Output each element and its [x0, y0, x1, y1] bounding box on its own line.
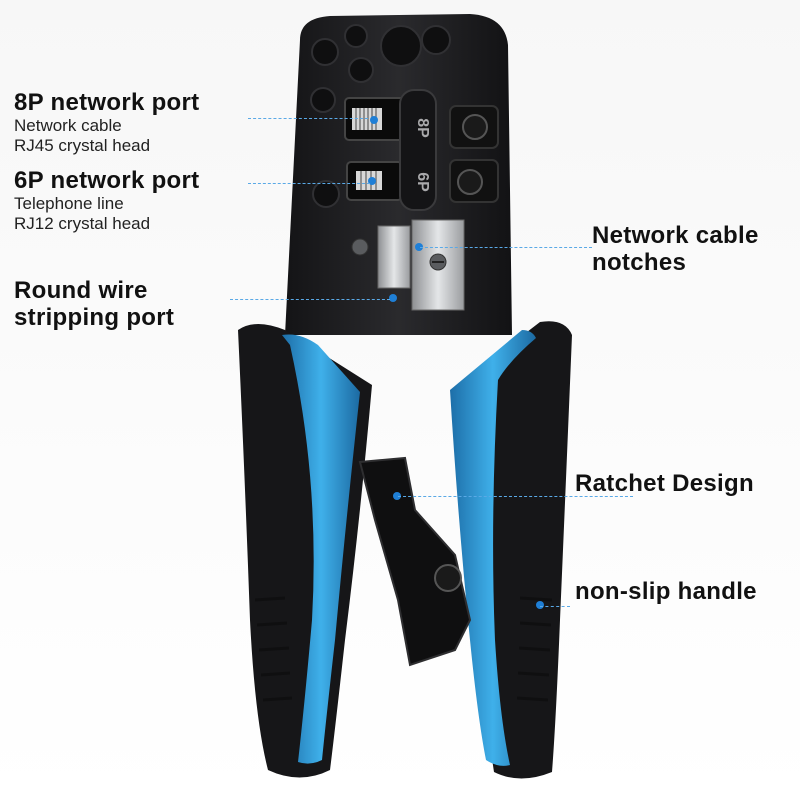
- callout-line: Telephone line: [14, 194, 124, 213]
- handle-marker: [536, 601, 544, 609]
- die-label-6p: 6P: [414, 172, 431, 192]
- callout-8p-network-port: 8P network port Network cable RJ45 cryst…: [14, 89, 199, 156]
- leader-line-8p: [248, 118, 368, 119]
- left-handle-grip: [282, 334, 360, 764]
- leader-line-round-wire: [230, 299, 390, 300]
- callout-non-slip-handle: non-slip handle: [575, 578, 757, 605]
- die-label-8p: 8P: [414, 118, 431, 138]
- callout-title-line: Network cable: [592, 222, 759, 249]
- leader-line-ratchet: [398, 496, 633, 497]
- callout-round-wire-stripping-port: Round wire stripping port: [14, 277, 174, 331]
- callout-line: RJ12 crystal head: [14, 214, 151, 233]
- crimp-lever: [399, 89, 437, 211]
- ratchet-mechanism: [358, 456, 472, 667]
- callout-title-line: Round wire: [14, 277, 148, 304]
- callout-title: non-slip handle: [575, 578, 757, 605]
- callout-title: Ratchet Design: [575, 470, 754, 497]
- callout-title-line: stripping port: [14, 304, 175, 331]
- callout-network-cable-notches: Network cable notches: [592, 222, 759, 276]
- head-bolts: [310, 24, 451, 208]
- leader-line-notches: [420, 247, 592, 248]
- callout-title: 8P network port: [14, 89, 200, 116]
- ratchet-marker: [393, 492, 401, 500]
- callout-ratchet-design: Ratchet Design: [575, 470, 754, 497]
- 6p-port-marker: [368, 177, 376, 185]
- leader-line-6p: [248, 183, 370, 184]
- leader-line-handle: [540, 606, 570, 607]
- callout-line: Network cable: [14, 116, 122, 135]
- 8p-port-marker: [370, 116, 378, 124]
- callout-title: 6P network port: [14, 167, 200, 194]
- right-handle-grip: [450, 330, 536, 766]
- right-screws: [449, 105, 499, 203]
- round-wire-marker: [389, 294, 397, 302]
- callout-line: RJ45 crystal head: [14, 136, 151, 155]
- callout-6p-network-port: 6P network port Telephone line RJ12 crys…: [14, 167, 199, 234]
- callout-title-line: notches: [592, 249, 687, 276]
- notch-marker: [415, 243, 423, 251]
